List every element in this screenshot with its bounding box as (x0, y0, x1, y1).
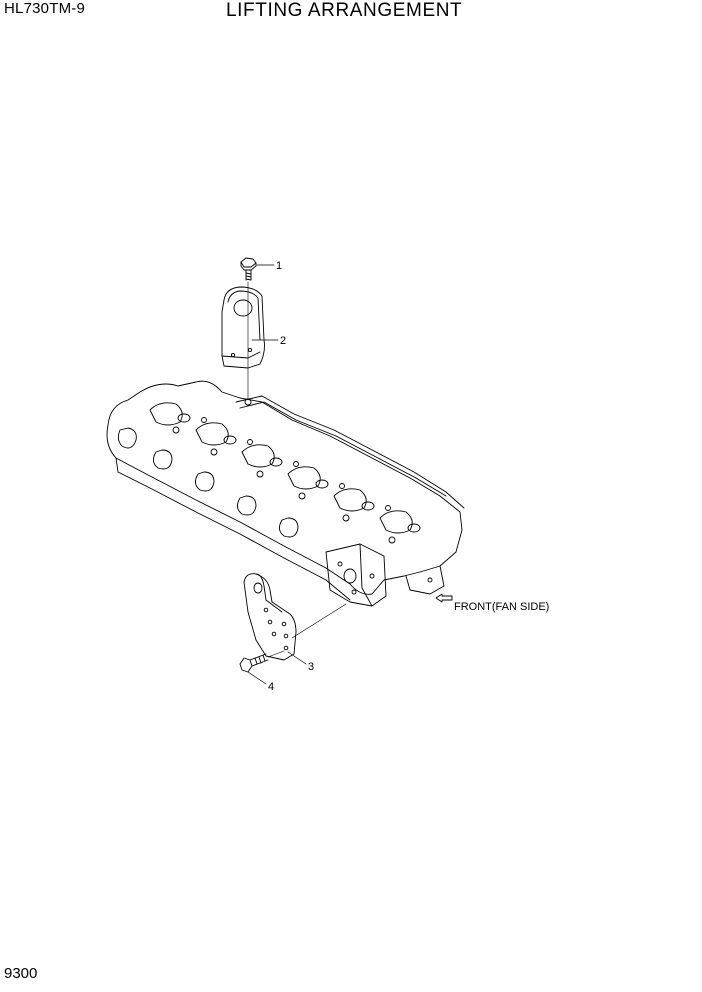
lifting-bracket-upper (221, 286, 265, 369)
callout-1: 1 (276, 260, 282, 272)
callout-3: 3 (308, 661, 314, 673)
bolt-lower (239, 653, 269, 673)
front-arrow-icon (435, 593, 453, 603)
page-title: LIFTING ARRANGEMENT (226, 0, 463, 21)
cylinder-head (106, 380, 465, 607)
bolt-top (240, 257, 257, 281)
callout-2: 2 (280, 335, 286, 347)
callout-4: 4 (268, 681, 274, 693)
model-code: HL730TM-9 (4, 0, 85, 17)
direction-note: FRONT(FAN SIDE) (454, 601, 549, 613)
lifting-bracket-lower (243, 573, 297, 661)
page-number: 9300 (4, 965, 38, 982)
